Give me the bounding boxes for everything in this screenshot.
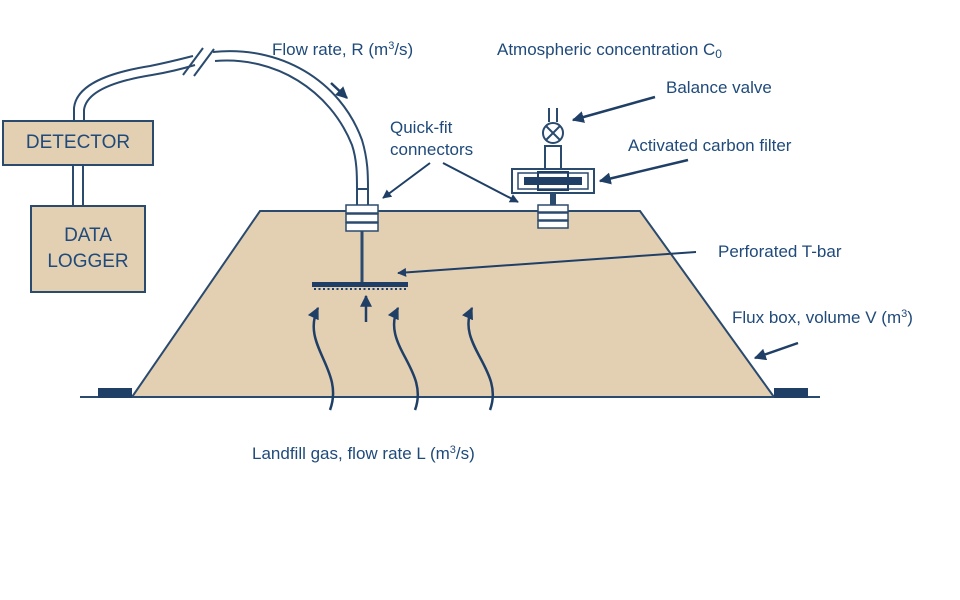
flow-rate-label: Flow rate, R (m3/s) (272, 40, 413, 60)
flow-rate-text: Flow rate, R (m (272, 40, 389, 59)
data-logger-label-1: DATA (64, 225, 112, 246)
data-logger-box: DATA LOGGER (30, 205, 146, 293)
flux-box-arrow (753, 341, 799, 361)
quick-fit-label: Quick-fit connectors (390, 117, 473, 161)
flux-box-suffix: ) (907, 308, 913, 327)
left-footing (98, 388, 132, 398)
balance-valve-label: Balance valve (666, 78, 772, 98)
quick-fit-arrow-right (442, 162, 519, 203)
balance-valve (542, 108, 564, 170)
quick-fit-text-1: Quick-fit (390, 118, 453, 137)
detector-box: DETECTOR (2, 120, 154, 166)
flow-rate-suffix: /s) (394, 40, 414, 59)
carbon-filter-text: Activated carbon filter (628, 136, 792, 155)
landfill-suffix: /s) (455, 444, 475, 463)
atmospheric-concentration-label: Atmospheric concentration C0 (497, 40, 722, 60)
data-logger-label-2: LOGGER (47, 251, 129, 272)
detector-label: DETECTOR (25, 132, 131, 153)
flux-box-exp: 3 (901, 308, 908, 320)
landfill-gas-arrows (307, 294, 494, 411)
t-bar-text: Perforated T-bar (718, 242, 842, 261)
flow-rate-arrow (330, 82, 348, 99)
t-bar-label: Perforated T-bar (718, 242, 841, 262)
quick-fit-arrow-left (382, 162, 431, 199)
landfill-text: Landfill gas, flow rate L (m (252, 444, 450, 463)
carbon-filter-label: Activated carbon filter (628, 136, 791, 156)
landfill-gas-label: Landfill gas, flow rate L (m3/s) (252, 444, 475, 464)
perforated-t-bar (312, 282, 408, 290)
atmospheric-text: Atmospheric concentration C (497, 40, 716, 59)
right-quick-fit-connector (537, 204, 569, 229)
quick-fit-text-2: connectors (390, 140, 474, 159)
balance-valve-arrow (571, 95, 656, 123)
atmospheric-sub: 0 (715, 47, 722, 61)
landfill-exp: 3 (449, 444, 456, 456)
balance-valve-text: Balance valve (666, 78, 772, 97)
t-bar-arrow (397, 251, 697, 277)
flux-box-text: Flux box, volume V (m (732, 308, 902, 327)
flux-box-label: Flux box, volume V (m3) (732, 308, 913, 328)
sample-tube (73, 47, 369, 191)
carbon-filter-arrow (598, 158, 689, 185)
flux-box (130, 210, 776, 398)
left-quick-fit-connector (345, 204, 379, 232)
activated-carbon-filter (511, 168, 595, 194)
flow-rate-exp: 3 (388, 40, 395, 52)
right-footing (774, 388, 808, 398)
